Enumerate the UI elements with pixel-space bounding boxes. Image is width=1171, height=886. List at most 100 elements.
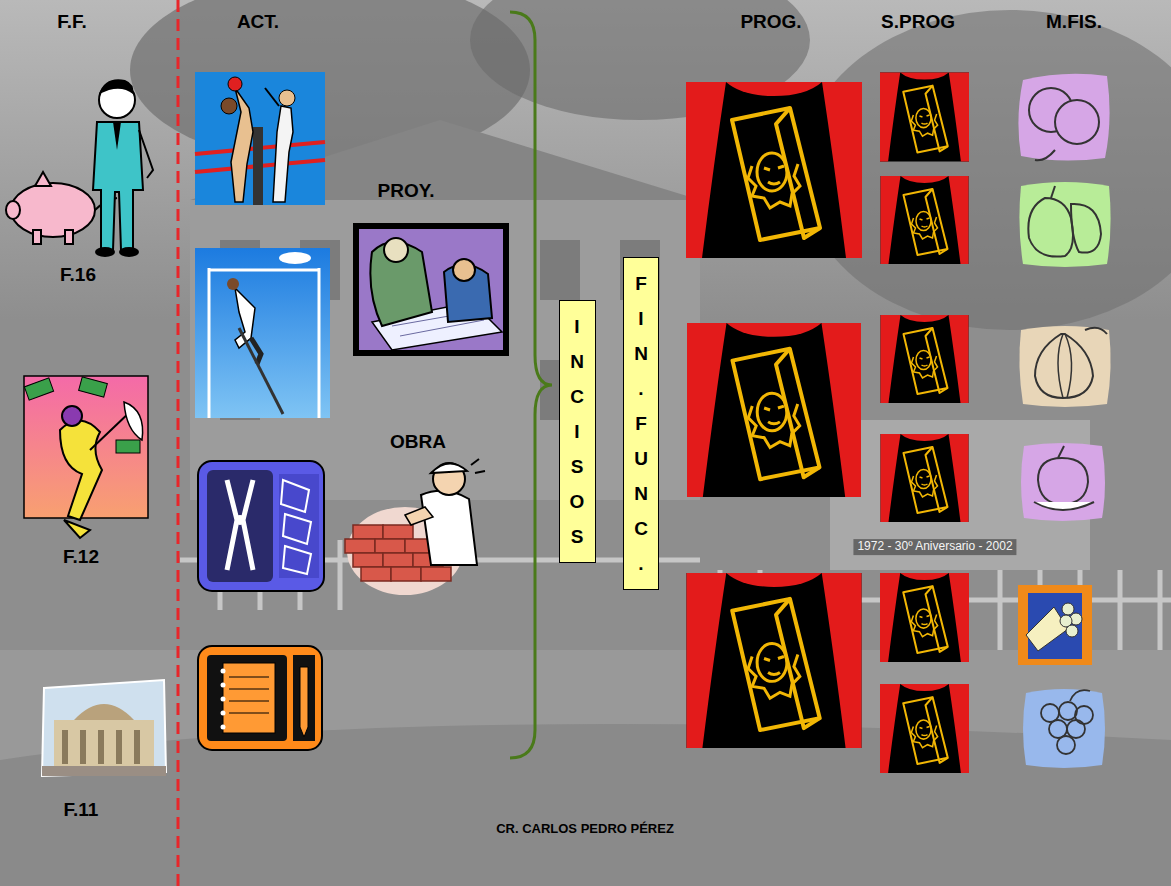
notebook-icon xyxy=(221,711,226,716)
separator-line xyxy=(177,0,180,886)
pole-vault-icon xyxy=(318,268,321,418)
vertical-letter: F xyxy=(634,406,648,441)
vertical-label: INCISOS xyxy=(570,309,585,554)
project-icon xyxy=(384,238,408,262)
pole-vault-icon xyxy=(195,248,330,418)
boxing-icon xyxy=(265,88,279,106)
piggy-bank-icon xyxy=(95,247,115,257)
building-icon xyxy=(98,730,104,764)
building-icon xyxy=(74,704,134,720)
pole-vault-icon xyxy=(239,328,283,414)
tools-icon xyxy=(281,480,311,574)
column-heading: F.F. xyxy=(57,11,87,33)
pole-vault-icon xyxy=(209,269,319,272)
pole-vault-icon xyxy=(209,268,319,418)
piggy-bank-icon xyxy=(119,247,139,257)
notebook-icon xyxy=(293,655,315,741)
tomato-icon xyxy=(1021,443,1105,521)
funding-source-label: F.11 xyxy=(64,799,99,821)
author-credit: CR. CARLOS PEDRO PÉREZ xyxy=(496,822,674,837)
piggy-bank-icon xyxy=(33,230,41,244)
construction-icon xyxy=(345,459,485,595)
tools-icon xyxy=(283,546,311,574)
pole-vault-icon xyxy=(279,252,311,264)
money-catcher-icon xyxy=(24,378,53,400)
pole-vault-icon xyxy=(208,268,211,418)
money-catcher-icon xyxy=(64,520,90,538)
cheese-grapes-icon xyxy=(1018,585,1092,665)
plums-icon xyxy=(1035,150,1055,160)
tomato-icon xyxy=(1021,443,1105,521)
item-heading: PROY. xyxy=(377,180,434,202)
construction-icon xyxy=(383,553,413,567)
garlic-icon xyxy=(1085,328,1107,334)
vertical-label-box: INCISOS xyxy=(559,300,596,563)
background-photo xyxy=(998,570,1003,650)
piggy-bank-icon xyxy=(6,201,20,219)
subprogram-icon xyxy=(880,573,969,662)
building-icon xyxy=(42,680,166,776)
grapes-icon xyxy=(1067,720,1085,738)
plums-icon xyxy=(1055,100,1099,144)
pepper-icon xyxy=(1019,182,1110,267)
project-icon xyxy=(453,259,475,281)
vertical-letter: . xyxy=(634,546,648,581)
construction-icon xyxy=(375,539,405,553)
garlic-icon xyxy=(1019,326,1110,407)
pepper-icon xyxy=(1028,198,1073,257)
grouping-brace xyxy=(510,12,552,758)
construction-icon xyxy=(391,567,421,581)
boxing-icon xyxy=(228,77,242,91)
notebook-icon xyxy=(229,713,269,714)
background-photo xyxy=(1118,570,1123,650)
subprogram-icon xyxy=(881,315,969,403)
construction-icon xyxy=(421,567,451,581)
cheese-grapes-icon xyxy=(1062,603,1074,615)
vertical-letter: N xyxy=(634,476,648,511)
project-icon xyxy=(353,223,509,356)
piggy-bank-icon xyxy=(99,79,133,94)
construction-icon xyxy=(405,507,433,525)
notebook-icon xyxy=(229,677,269,678)
construction-icon xyxy=(353,553,383,567)
notebook-icon xyxy=(221,669,226,674)
building-icon xyxy=(62,730,68,764)
piggy-bank-icon xyxy=(65,230,73,244)
cheese-grapes-icon xyxy=(1066,625,1078,637)
tomato-icon xyxy=(1058,446,1064,458)
piggy-bank-icon xyxy=(93,122,143,250)
background-photo xyxy=(0,650,1171,886)
column-heading: ACT. xyxy=(237,11,279,33)
piggy-bank-icon xyxy=(11,183,95,237)
building-icon xyxy=(42,680,166,776)
building-icon xyxy=(134,730,140,764)
subprogram-icon xyxy=(880,684,969,773)
vertical-letter: N xyxy=(634,336,648,371)
notebook-icon xyxy=(198,646,322,750)
pole-vault-icon xyxy=(227,278,239,290)
vertical-letter: I xyxy=(570,414,585,449)
garlic-icon xyxy=(1035,334,1093,398)
pepper-icon xyxy=(1019,182,1110,267)
subprogram-icon xyxy=(880,73,969,162)
project-icon xyxy=(353,223,509,356)
money-catcher-icon xyxy=(60,420,102,520)
boxing-icon xyxy=(253,127,263,205)
grapes-icon xyxy=(1059,702,1077,720)
building-icon xyxy=(80,730,86,764)
boxing-icon xyxy=(221,98,237,114)
notebook-icon xyxy=(229,701,269,702)
notebook-icon xyxy=(229,677,269,713)
building-icon xyxy=(54,720,154,766)
piggy-bank-icon xyxy=(6,79,153,257)
construction-icon xyxy=(471,459,485,473)
plums-icon xyxy=(1018,74,1109,161)
photo-sign-text: 1972 - 30º Aniversario - 2002 xyxy=(853,539,1016,555)
garlic-icon xyxy=(1019,326,1110,407)
piggy-bank-icon xyxy=(113,122,121,150)
pepper-icon xyxy=(1051,186,1055,198)
pole-vault-icon xyxy=(195,248,330,418)
program-icon xyxy=(687,323,861,497)
